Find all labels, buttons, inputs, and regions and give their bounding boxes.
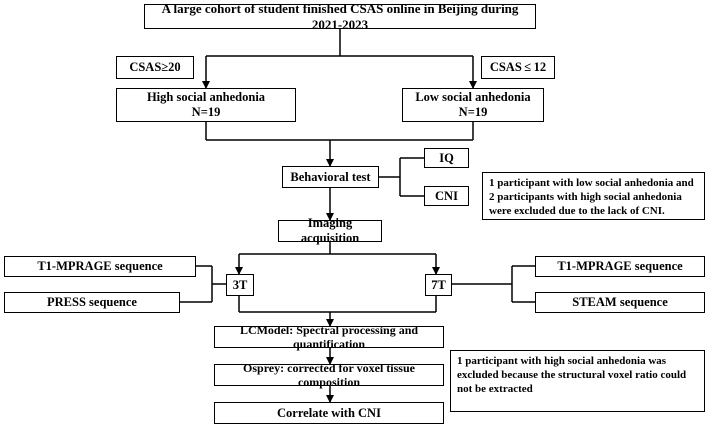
csas-low-box: CSAS ≤ 12: [481, 56, 555, 79]
high-anhedonia-box: High social anhedonia N=19: [116, 88, 296, 122]
exclusion-note-voxel-text: 1 participant with high social anhedonia…: [457, 355, 687, 395]
t1-mprage-right-box: T1-MPRAGE sequence: [535, 256, 705, 277]
steam-sequence-label: STEAM sequence: [572, 295, 668, 309]
correlate-box: Correlate with CNI: [214, 402, 444, 424]
low-anhedonia-box: Low social anhedonia N=19: [402, 88, 544, 122]
t1-mprage-left-label: T1-MPRAGE sequence: [37, 259, 163, 273]
scanner-3t-label: 3T: [232, 277, 248, 292]
osprey-box: Osprey: corrected for voxel tissue compo…: [214, 361, 444, 389]
exclusion-note-cni: 1 participant with low social anhedonia …: [482, 172, 705, 220]
exclusion-note-voxel: 1 participant with high social anhedonia…: [450, 350, 705, 412]
t1-mprage-left-box: T1-MPRAGE sequence: [4, 256, 196, 277]
csas-low-label: CSAS ≤ 12: [489, 60, 547, 74]
low-anhedonia-n: N=19: [458, 105, 488, 119]
steam-sequence-box: STEAM sequence: [535, 292, 705, 313]
osprey-label: Osprey: corrected for voxel tissue compo…: [243, 360, 415, 389]
iq-box: IQ: [424, 148, 469, 168]
high-anhedonia-title: High social anhedonia: [146, 90, 266, 104]
cni-label: CNI: [435, 188, 458, 203]
scanner-3t-box: 3T: [226, 274, 254, 296]
press-sequence-box: PRESS sequence: [4, 292, 180, 313]
csas-high-label: CSAS≥20: [129, 60, 181, 74]
cohort-box: A large cohort of student finished CSAS …: [144, 0, 536, 32]
csas-high-box: CSAS≥20: [116, 56, 194, 79]
behavioral-test-label: Behavioral test: [290, 169, 371, 184]
correlate-label: Correlate with CNI: [277, 405, 381, 420]
press-sequence-label: PRESS sequence: [47, 295, 137, 309]
imaging-acquisition-label: Imaging acquisition: [300, 216, 360, 245]
scanner-7t-box: 7T: [425, 274, 452, 296]
lcmodel-box: LCModel: Spectral processing and quantif…: [214, 323, 444, 351]
exclusion-note-cni-text: 1 participant with low social anhedonia …: [489, 177, 694, 217]
scanner-7t-label: 7T: [431, 277, 446, 292]
high-anhedonia-n: N=19: [191, 105, 221, 119]
iq-label: IQ: [439, 150, 454, 165]
t1-mprage-right-label: T1-MPRAGE sequence: [557, 259, 683, 273]
cohort-text: A large cohort of student finished CSAS …: [161, 0, 519, 32]
behavioral-test-box: Behavioral test: [282, 166, 379, 188]
low-anhedonia-title: Low social anhedonia: [415, 90, 531, 104]
imaging-acquisition-box: Imaging acquisition: [278, 216, 382, 245]
lcmodel-label: LCModel: Spectral processing and quantif…: [239, 322, 419, 351]
cni-box: CNI: [424, 186, 469, 206]
